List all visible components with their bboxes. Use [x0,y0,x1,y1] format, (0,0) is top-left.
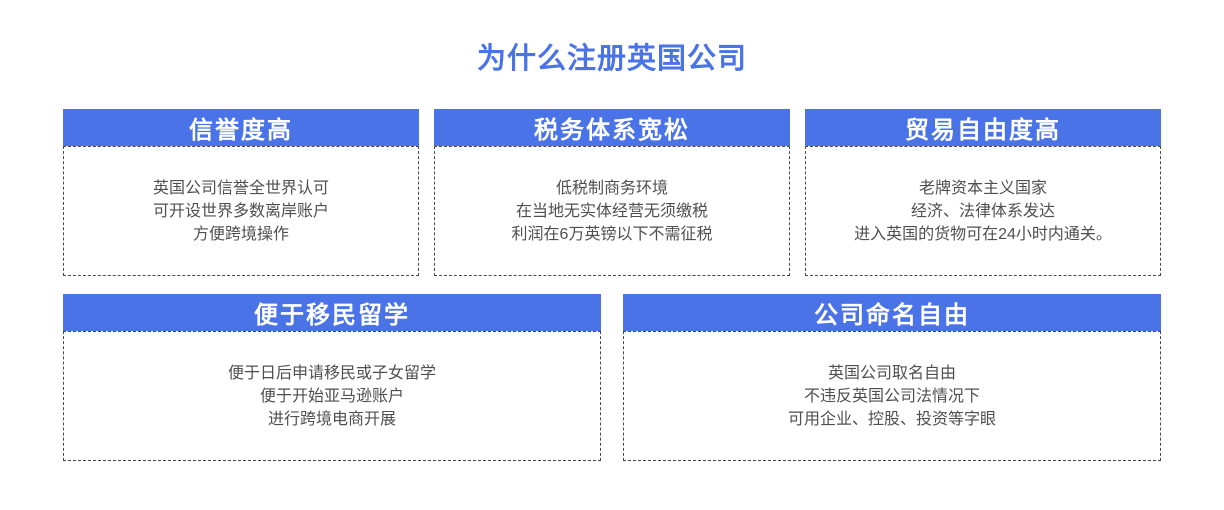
card-text-line: 低税制商务环境 [555,179,668,197]
benefit-card-tax: 税务体系宽松 低税制商务环境 在当地无实体经营无须缴税 利润在6万英镑以下不需征… [434,109,790,276]
benefit-card-trade: 贸易自由度高 老牌资本主义国家 经济、法律体系发达 进入英国的货物可在24小时内… [805,109,1161,276]
card-row-top: 信誉度高 英国公司信誉全世界认可 可开设世界多数离岸账户 方便跨境操作 税务体系… [63,109,1161,276]
card-title: 税务体系宽松 [434,109,790,146]
card-text-line: 可用企业、控股、投资等字眼 [787,410,996,428]
card-body: 便于日后申请移民或子女留学 便于开始亚马逊账户 进行跨境电商开展 [63,331,601,461]
card-title: 公司命名自由 [623,294,1161,331]
card-title: 便于移民留学 [63,294,601,331]
card-text-line: 进行跨境电商开展 [267,410,396,428]
card-text-line: 不违反英国公司法情况下 [803,387,980,405]
card-body: 英国公司取名自由 不违反英国公司法情况下 可用企业、控股、投资等字眼 [623,331,1161,461]
benefit-card-reputation: 信誉度高 英国公司信誉全世界认可 可开设世界多数离岸账户 方便跨境操作 [63,109,419,276]
benefits-section: 信誉度高 英国公司信誉全世界认可 可开设世界多数离岸账户 方便跨境操作 税务体系… [63,109,1161,461]
card-text-line: 便于开始亚马逊账户 [259,387,404,405]
card-text-line: 在当地无实体经营无须缴税 [515,202,708,220]
card-title: 贸易自由度高 [805,109,1161,146]
benefit-card-immigration: 便于移民留学 便于日后申请移民或子女留学 便于开始亚马逊账户 进行跨境电商开展 [63,294,601,461]
card-text-line: 进入英国的货物可在24小时内通关。 [854,225,1112,243]
card-text-line: 可开设世界多数离岸账户 [152,202,329,220]
card-row-bottom: 便于移民留学 便于日后申请移民或子女留学 便于开始亚马逊账户 进行跨境电商开展 … [63,294,1161,461]
card-body: 低税制商务环境 在当地无实体经营无须缴税 利润在6万英镑以下不需征税 [434,146,790,276]
card-text-line: 经济、法律体系发达 [910,202,1055,220]
card-text-line: 利润在6万英镑以下不需征税 [511,225,713,243]
benefit-card-naming: 公司命名自由 英国公司取名自由 不违反英国公司法情况下 可用企业、控股、投资等字… [623,294,1161,461]
card-title: 信誉度高 [63,109,419,146]
card-text-line: 老牌资本主义国家 [918,179,1047,197]
page-title: 为什么注册英国公司 [476,43,747,75]
card-text-line: 英国公司信誉全世界认可 [152,179,329,197]
card-text-line: 便于日后申请移民或子女留学 [227,364,436,382]
card-text-line: 方便跨境操作 [192,225,289,243]
card-body: 英国公司信誉全世界认可 可开设世界多数离岸账户 方便跨境操作 [63,146,419,276]
card-body: 老牌资本主义国家 经济、法律体系发达 进入英国的货物可在24小时内通关。 [805,146,1161,276]
card-text-line: 英国公司取名自由 [827,364,956,382]
